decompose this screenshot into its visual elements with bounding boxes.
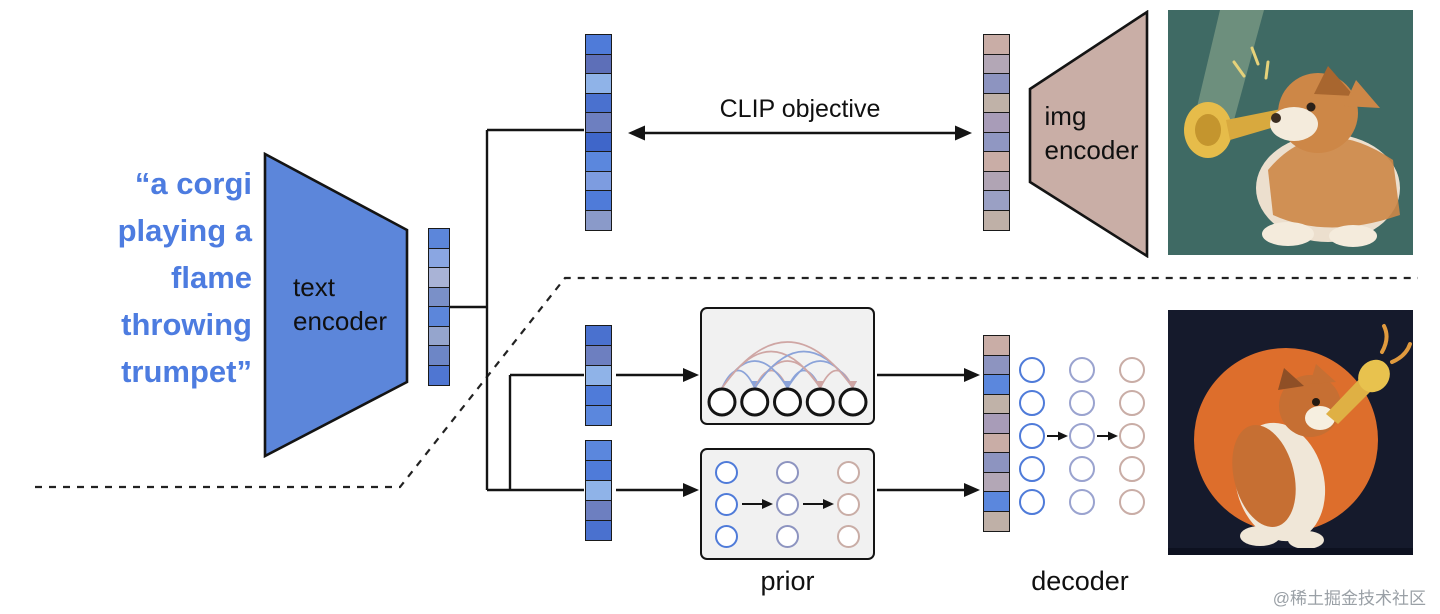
decoder-diffusion-columns [1019,357,1145,515]
decoder-label: decoder [1031,566,1129,596]
prior-label: prior [760,566,815,596]
text-encoder-label: text encoder [293,272,387,336]
corgi-image-top [1168,10,1413,255]
text-embedding-small-stack [428,228,450,386]
image-embedding-stack [983,335,1010,533]
branch-bracket [450,128,584,492]
corgi-image-bottom [1168,310,1413,555]
watermark: @稀土掘金技术社区 [1272,589,1426,608]
text-encoder-shape: text encoder [263,152,409,458]
img-encoder-shape: img encoder [1028,10,1149,258]
clip-image-embedding-stack [983,34,1010,232]
img-encoder-label: img encoder [1044,101,1139,165]
clip-objective-label: CLIP objective [719,95,881,123]
prior-input-stack-1 [585,325,612,426]
autoregressive-prior-diagram [707,341,868,417]
prior-input-stack-2 [585,440,612,541]
autoregressive-prior-box [700,307,875,425]
separator-dashed-line [35,276,1418,489]
clip-text-embedding-stack [585,34,612,232]
diffusion-prior-box [700,448,875,560]
prompt-text: “a corgi playing a flame throwing trumpe… [117,166,252,390]
